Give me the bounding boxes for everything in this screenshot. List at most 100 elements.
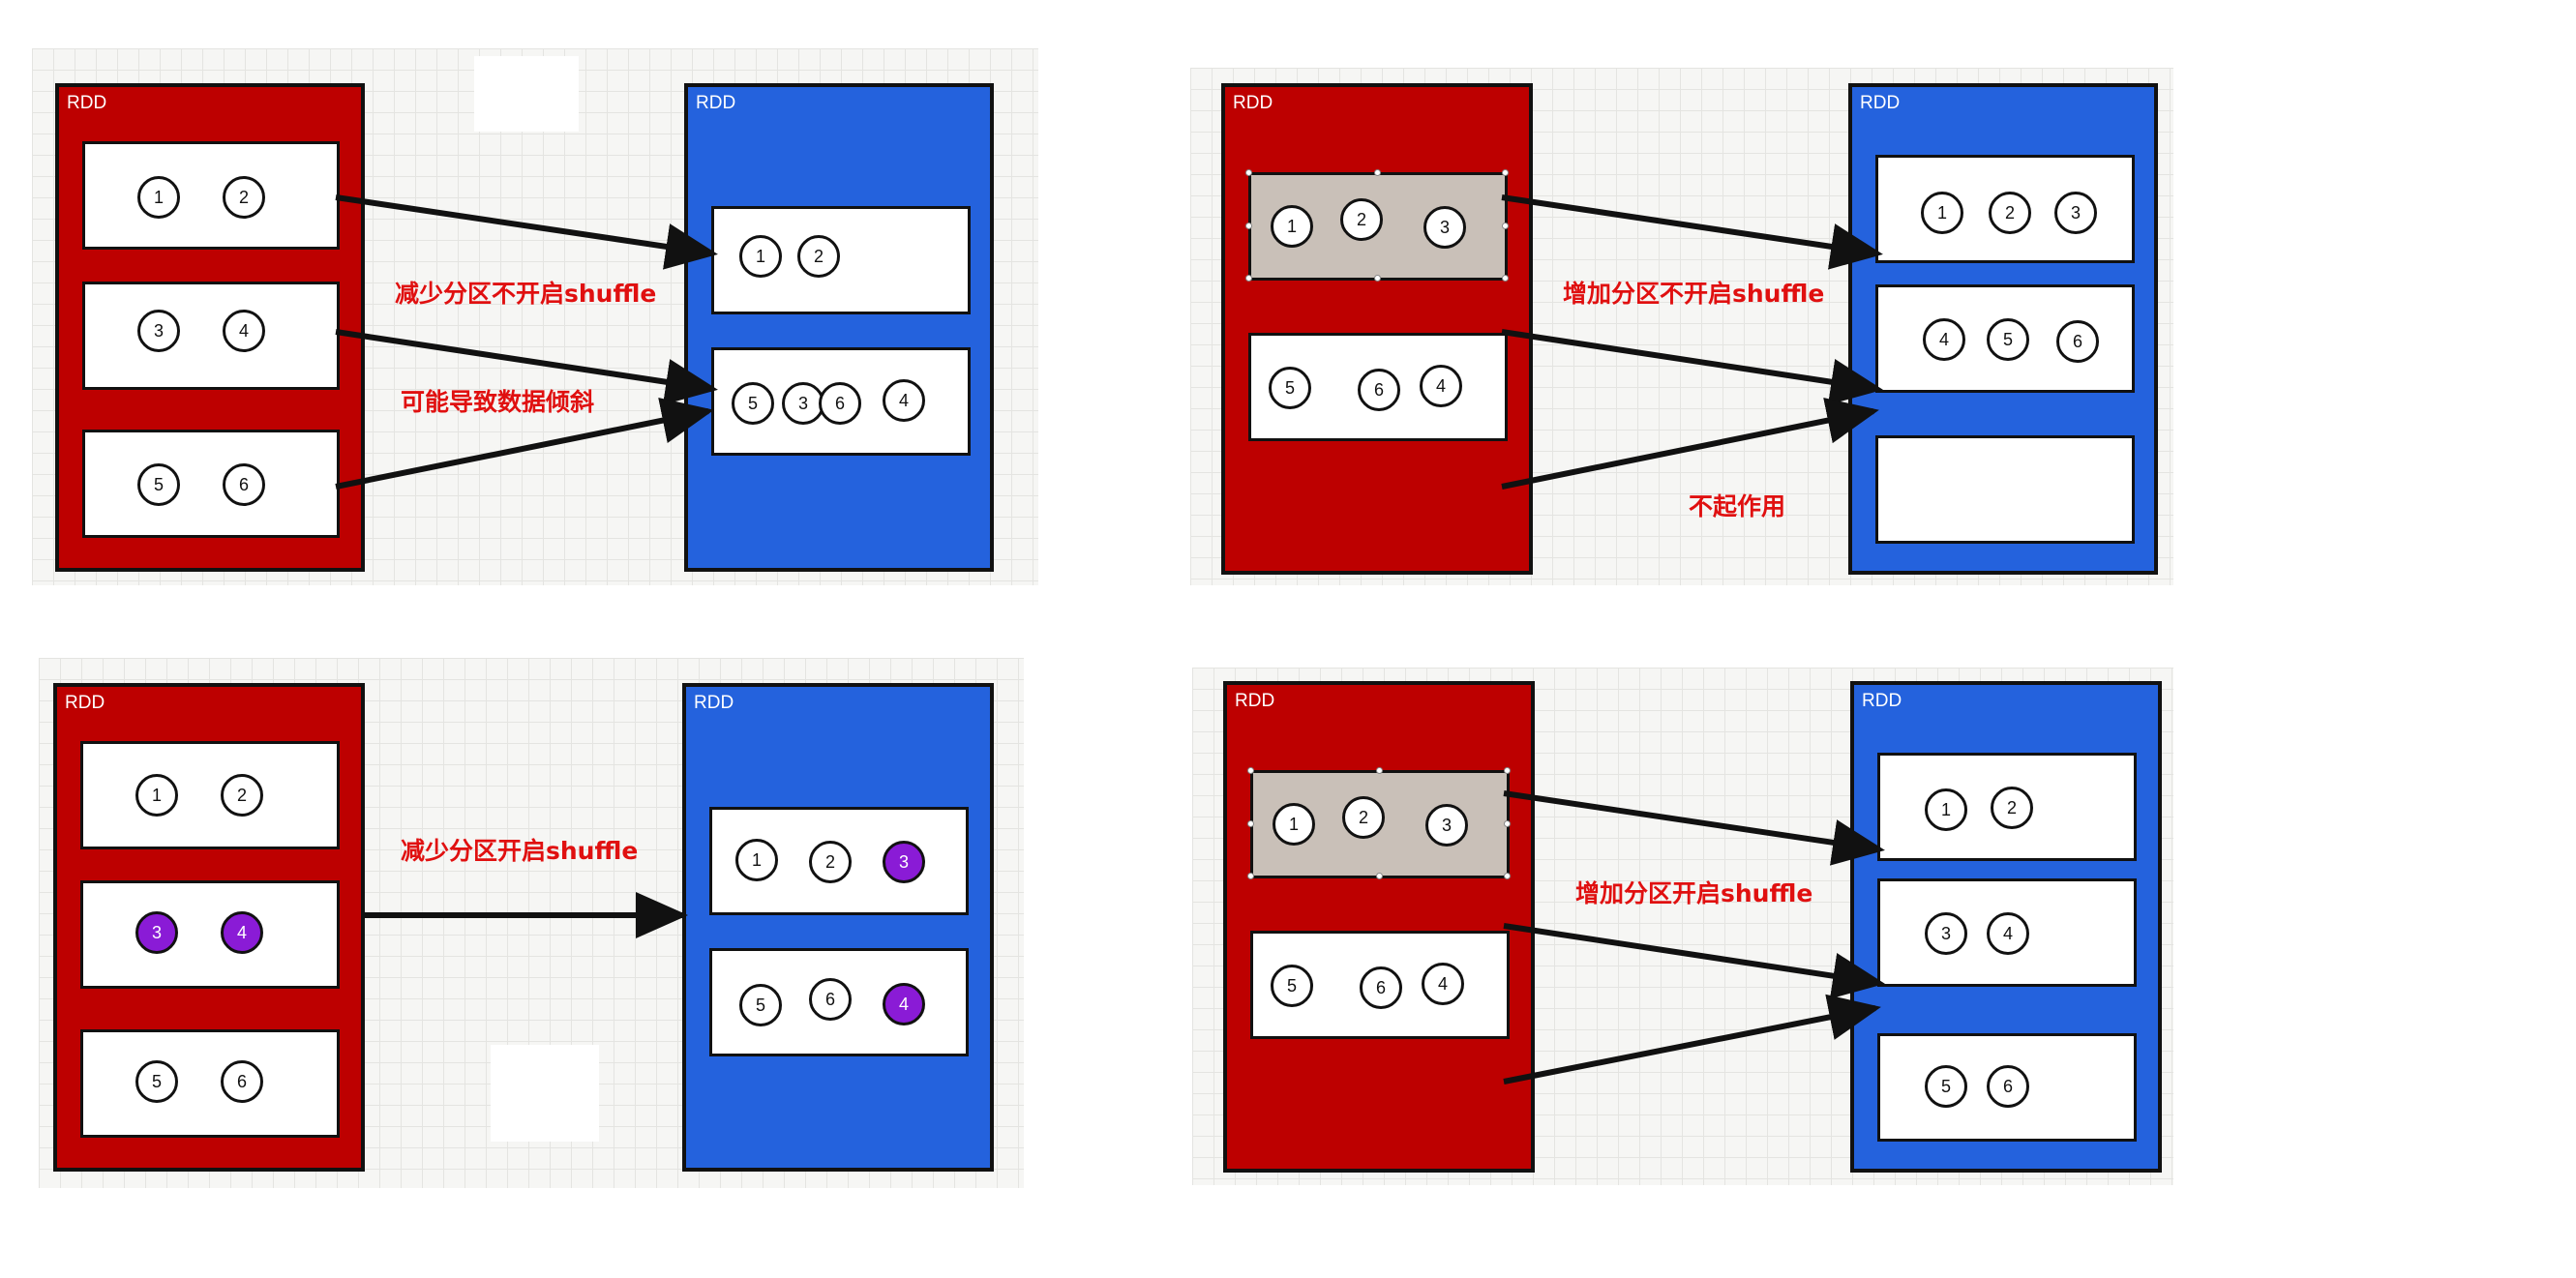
data-item: 6 [1360, 966, 1402, 1009]
annotation-data-skew: 可能导致数据倾斜 [401, 388, 595, 416]
source-rdd: RDD 1 2 3 4 5 6 [55, 83, 365, 572]
data-item: 3 [2054, 192, 2097, 234]
data-item: 1 [1925, 788, 1967, 831]
target-partition: 3 4 [1877, 878, 2137, 987]
source-rdd: RDD 1 2 3 4 5 6 [53, 683, 365, 1172]
target-rdd: RDD 1 2 5 3 6 4 [684, 83, 994, 572]
selection-handle [1376, 873, 1383, 879]
source-partition: 5 6 [80, 1029, 340, 1138]
rdd-label: RDD [1860, 93, 1901, 113]
data-item: 4 [1923, 318, 1965, 361]
arrow [335, 329, 718, 405]
data-item: 3 [782, 382, 824, 425]
selection-handle [1502, 275, 1509, 282]
data-item: 5 [739, 984, 782, 1026]
data-item: 6 [2056, 320, 2099, 363]
selection-handle [1374, 169, 1381, 176]
arrow [335, 398, 714, 490]
target-partition: 4 5 6 [1875, 284, 2135, 393]
data-item: 4 [1422, 963, 1464, 1005]
selection-handle [1504, 820, 1511, 827]
source-partition: 1 2 [82, 141, 340, 250]
source-partition: 5 6 4 [1248, 333, 1508, 441]
source-rdd: RDD 1 2 3 5 6 4 [1223, 681, 1535, 1173]
arrow [1503, 994, 1881, 1085]
target-partition: 5 6 4 [709, 948, 969, 1056]
annotation-increase-shuffle: 增加分区开启shuffle [1575, 879, 1813, 907]
data-item: 1 [1921, 192, 1963, 234]
selection-handle [1504, 767, 1511, 774]
selection-handle [1247, 873, 1254, 879]
data-item: 1 [135, 774, 178, 817]
data-item: 1 [137, 176, 180, 219]
data-item: 6 [819, 382, 861, 425]
data-item: 2 [809, 841, 852, 883]
data-item: 2 [221, 774, 263, 817]
target-partition: 1 2 [1877, 753, 2137, 861]
data-item: 2 [1991, 787, 2033, 829]
data-item: 5 [137, 463, 180, 506]
selection-handle [1376, 767, 1383, 774]
rdd-label: RDD [67, 93, 107, 113]
target-partition: 5 6 [1877, 1033, 2137, 1142]
annotation-coalesce-no-shuffle: 减少分区不开启shuffle [395, 280, 657, 308]
data-item: 4 [1987, 912, 2029, 955]
rdd-label: RDD [1235, 691, 1275, 711]
highlighted-data-item: 3 [883, 841, 925, 883]
highlighted-data-item: 4 [883, 983, 925, 1025]
selection-handle [1245, 275, 1252, 282]
arrow [1501, 194, 1883, 270]
data-item: 5 [1925, 1065, 1967, 1108]
source-rdd: RDD 1 2 3 5 6 4 [1221, 83, 1533, 575]
source-partition-selected: 1 2 3 [1245, 169, 1509, 282]
target-partition: 1 2 3 [709, 807, 969, 915]
selection-handle [1374, 275, 1381, 282]
data-item: 5 [135, 1060, 178, 1103]
data-item: 5 [732, 382, 774, 425]
arrow [1503, 923, 1885, 999]
data-item: 5 [1987, 318, 2029, 361]
data-item: 5 [1269, 367, 1311, 409]
data-item: 3 [1925, 912, 1967, 955]
data-item: 2 [797, 235, 840, 278]
source-partition: 5 6 [82, 430, 340, 538]
arrow [1501, 329, 1883, 405]
blank-patch [491, 1045, 599, 1142]
target-partition-empty [1875, 435, 2135, 544]
data-item: 4 [883, 379, 925, 422]
data-item: 2 [1342, 796, 1385, 839]
rdd-label: RDD [694, 693, 734, 713]
data-item: 1 [1273, 803, 1315, 846]
data-item: 3 [137, 310, 180, 352]
arrow [1503, 790, 1885, 866]
arrow [1501, 398, 1879, 490]
blank-patch [474, 56, 579, 132]
annotation-coalesce-shuffle: 减少分区开启shuffle [401, 837, 639, 865]
annotation-no-effect: 不起作用 [1689, 492, 1786, 520]
data-item: 2 [223, 176, 265, 219]
data-item: 1 [1271, 205, 1313, 248]
target-rdd: RDD 1 2 3 4 5 6 [1850, 681, 2162, 1173]
data-item: 2 [1340, 198, 1383, 241]
target-partition: 1 2 [711, 206, 971, 314]
data-item: 3 [1423, 206, 1466, 249]
selection-handle [1504, 873, 1511, 879]
highlighted-data-item: 3 [135, 911, 178, 954]
rdd-label: RDD [1233, 93, 1273, 113]
data-item: 5 [1271, 965, 1313, 1007]
source-partition: 5 6 4 [1250, 931, 1510, 1039]
data-item: 6 [221, 1060, 263, 1103]
source-partition: 1 2 [80, 741, 340, 849]
selection-handle [1502, 223, 1509, 229]
source-partition-selected: 1 2 3 [1247, 767, 1511, 879]
data-item: 2 [1989, 192, 2031, 234]
annotation-increase-no-shuffle: 增加分区不开启shuffle [1563, 280, 1825, 308]
source-partition: 3 4 [80, 880, 340, 989]
data-item: 6 [809, 978, 852, 1021]
selection-handle [1245, 223, 1252, 229]
data-item: 6 [223, 463, 265, 506]
source-partition: 3 4 [82, 282, 340, 390]
data-item: 4 [1420, 365, 1462, 407]
target-partition: 1 2 3 [1875, 155, 2135, 263]
